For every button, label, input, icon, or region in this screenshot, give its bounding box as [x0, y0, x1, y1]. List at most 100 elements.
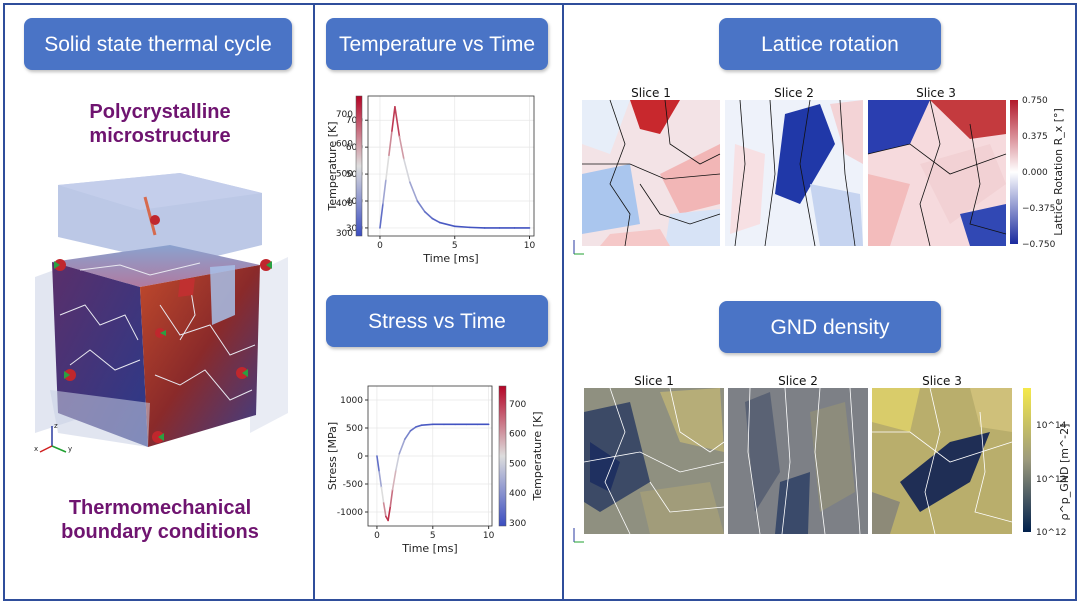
lattice-slice-1: [582, 99, 721, 247]
lattice-slice-3: [867, 99, 1007, 247]
x-axis-label: Time [ms]: [401, 542, 457, 555]
y-axis-label: Stress [MPa]: [326, 422, 339, 490]
series-segment: [415, 424, 423, 428]
polycrystalline-heading: Polycrystalline microstructure: [89, 101, 231, 147]
series-segment: [431, 217, 441, 224]
x-tick-label: 10: [483, 531, 495, 541]
series-segment: [404, 429, 412, 441]
x-tick-label: 5: [452, 241, 458, 251]
series-segment: [468, 226, 486, 229]
solid-state-title: Solid state thermal cycle: [24, 18, 292, 70]
series-segment: [387, 505, 392, 522]
y-tick-label: -1000: [337, 508, 363, 518]
y-tick-label: 400: [346, 197, 363, 207]
series-segment: [385, 154, 390, 181]
gnd-slice-1: [583, 387, 725, 535]
svg-text:z: z: [54, 422, 58, 430]
lattice-rotation-title: Lattice rotation: [719, 18, 941, 70]
microstructure-cube: [35, 173, 288, 447]
series-segment: [395, 452, 401, 471]
gnd-cbar-tick: 10^14: [1036, 421, 1067, 431]
plot-frame: [367, 95, 535, 237]
x-tick-label: 10: [524, 241, 536, 251]
series-segment: [378, 470, 383, 489]
gnd-density-title: GND density: [719, 301, 941, 353]
svg-text:x: x: [34, 445, 38, 453]
series-segment: [438, 221, 456, 228]
colorbar-tick-label: 300: [336, 229, 353, 239]
series-segment: [391, 469, 397, 491]
series-segment: [379, 202, 384, 229]
gnd-density-maps: Slice 1 Slice 2 Slice 3 10^14 10^13 10^1…: [573, 374, 1071, 543]
series-segment: [409, 426, 417, 432]
series-segment: [409, 181, 419, 202]
colorbar-tick-label: 300: [509, 519, 526, 529]
series-segment: [376, 455, 380, 473]
temperature-vs-time-title: Temperature vs Time: [326, 18, 548, 70]
x-tick-label: 5: [430, 531, 436, 541]
y-tick-label: 500: [346, 424, 363, 434]
series-segment: [420, 423, 434, 427]
x-axis-label: Time [ms]: [422, 252, 478, 265]
series-segment: [380, 486, 385, 504]
series-segment: [382, 502, 387, 518]
divider-left: [313, 3, 315, 601]
svg-text:y: y: [68, 445, 72, 453]
gnd-slice-1-label: Slice 1: [634, 374, 674, 388]
series-segment: [382, 178, 387, 205]
axis-triad: z x y: [34, 422, 72, 453]
y-tick-label: 0: [357, 452, 363, 462]
series-segment: [403, 158, 411, 183]
lattice-cbar-tick: −0.750: [1022, 240, 1056, 250]
colorbar-label: Temperature [K]: [531, 412, 544, 502]
lattice-colorbar-label: Lattice Rotation R_x [°]: [1052, 108, 1065, 236]
series-segment: [391, 105, 396, 132]
gnd-slice-2: [728, 387, 868, 535]
colorbar-tick-label: 600: [509, 430, 526, 440]
x-tick-label: 0: [377, 241, 383, 251]
lattice-slice-2-label: Slice 2: [774, 86, 814, 100]
colorbar-tick-label: 700: [336, 110, 353, 120]
colorbar-tick-label: 400: [509, 489, 526, 499]
series-segment: [388, 130, 393, 157]
series-segment: [424, 210, 434, 220]
y-tick-label: 600: [346, 143, 363, 153]
colorbar-tick-label: 500: [509, 459, 526, 469]
lattice-cbar-tick: 0.750: [1022, 96, 1048, 106]
series-segment: [389, 488, 394, 508]
y-tick-label: 500: [346, 170, 363, 180]
gnd-cbar-tick: 10^12: [1036, 528, 1066, 538]
lattice-cbar-tick: 0.375: [1022, 132, 1048, 142]
colorbar-tick-label: 400: [336, 199, 353, 209]
lattice-cbar-tick: −0.375: [1022, 204, 1055, 214]
gnd-slice-3-label: Slice 3: [922, 374, 962, 388]
y-tick-label: 700: [346, 116, 363, 126]
thermomechanical-heading: Thermomechanical boundary conditions: [61, 497, 259, 543]
series-segment: [416, 200, 426, 213]
y-tick-label: -500: [343, 480, 364, 490]
gnd-slice-3: [872, 387, 1013, 535]
lattice-slice-2: [725, 99, 863, 247]
gnd-slice-2-label: Slice 2: [778, 374, 818, 388]
temperature-colorbar: [498, 385, 507, 527]
series-segment: [398, 438, 406, 455]
series-segment: [394, 105, 401, 138]
lattice-slice-1-label: Slice 1: [631, 86, 671, 100]
gnd-colorbar-label: ρ^p_GND [m^-2]: [1058, 424, 1071, 521]
temperature-colorbar: [355, 95, 363, 237]
colorbar-tick-label: 700: [509, 400, 526, 410]
series-segment: [398, 135, 405, 161]
stress-vs-time-title: Stress vs Time: [326, 295, 548, 347]
lattice-colorbar: [1010, 100, 1018, 244]
colorbar-tick-label: 500: [336, 169, 353, 179]
outer-frame: [3, 3, 1077, 601]
gnd-colorbar: [1023, 388, 1031, 532]
series-segment: [453, 225, 471, 229]
x-tick-label: 0: [374, 531, 380, 541]
colorbar-tick-label: 600: [336, 140, 353, 150]
divider-right: [562, 3, 564, 601]
lattice-cbar-tick: 0.000: [1022, 168, 1048, 178]
lattice-rotation-maps: Slice 1 Slice 2 Slice 3 0.75: [573, 86, 1065, 255]
lattice-slice-3-label: Slice 3: [916, 86, 956, 100]
